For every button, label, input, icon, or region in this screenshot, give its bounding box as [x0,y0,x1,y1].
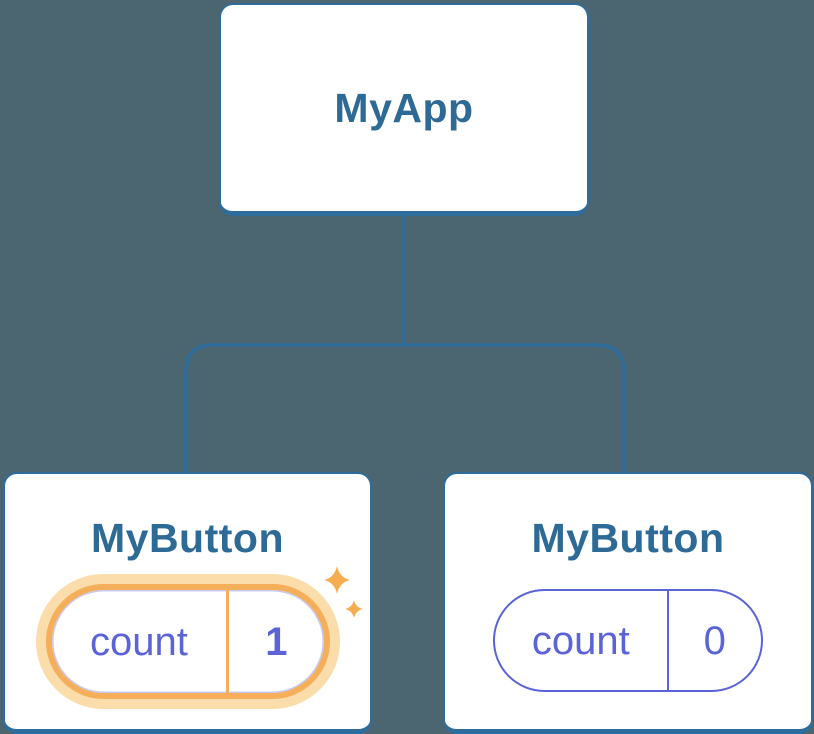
node-title: MyButton [90,515,284,561]
state-label: count [90,619,188,664]
state-label: count [531,618,630,663]
state-value: 0 [703,618,726,663]
state-pill: count 0 [493,589,763,692]
state-label-cell: count [495,591,667,690]
child-node-mybutton-1: MyButton count 1 [3,472,372,734]
state-label-cell: count [52,590,227,693]
connector-branch [184,343,626,472]
state-pill-highlighted: count 1 [45,584,330,699]
state-value-cell: 1 [226,590,323,693]
node-title: MyApp [334,85,474,131]
sparkle-icon [324,566,363,618]
child-node-mybutton-2: MyButton count 0 [443,472,813,734]
state-value: 1 [265,619,288,664]
node-title: MyButton [531,515,725,561]
root-node-myapp: MyApp [219,3,589,216]
state-value-cell: 0 [666,591,761,690]
